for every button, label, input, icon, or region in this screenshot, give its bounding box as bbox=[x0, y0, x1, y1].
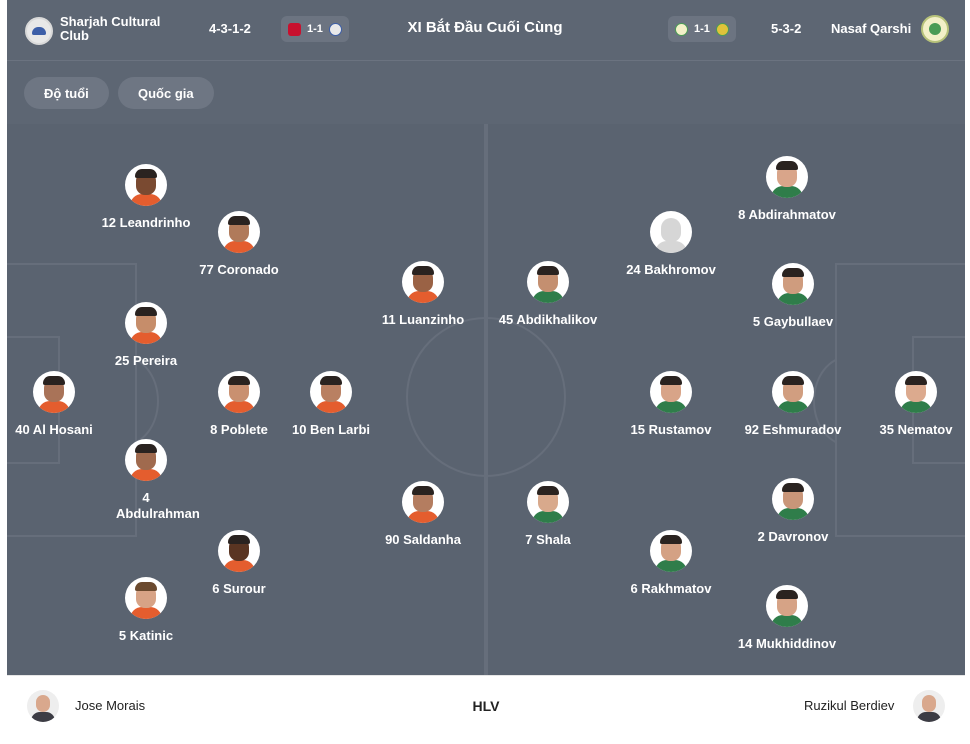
away-player-nematov[interactable]: 35 Nematov bbox=[846, 371, 970, 438]
home-club-crest-icon bbox=[288, 22, 301, 36]
player-photo bbox=[125, 302, 167, 344]
home-player-saldanha[interactable]: 90 Saldanha bbox=[353, 481, 493, 548]
player-photo bbox=[218, 530, 260, 572]
away-player-abdikhalikov[interactable]: 45 Abdikhalikov bbox=[478, 261, 618, 328]
player-name: 92 Eshmuradov bbox=[744, 422, 842, 437]
player-name: 6 Rakhmatov bbox=[630, 581, 712, 596]
age-filter-button[interactable]: Độ tuổi bbox=[24, 77, 109, 109]
player-name: 2 Davronov bbox=[757, 529, 829, 544]
player-photo bbox=[125, 439, 167, 481]
player-name: 14 Mukhiddinov bbox=[737, 636, 837, 651]
player-name: 77 Coronado bbox=[199, 262, 279, 277]
player-name: 10 Ben Larbi bbox=[291, 422, 371, 437]
placeholder-avatar-icon bbox=[650, 211, 692, 253]
player-photo bbox=[125, 577, 167, 619]
home-player-katinic[interactable]: 5 Katinic bbox=[76, 577, 216, 644]
away-player-shala[interactable]: 7 Shala bbox=[478, 481, 618, 548]
away-aggregate-value: 1-1 bbox=[694, 23, 710, 35]
home-player-surour[interactable]: 6 Surour bbox=[169, 530, 309, 597]
away-aggregate-score: 1-1 bbox=[668, 16, 736, 42]
player-photo bbox=[766, 156, 808, 198]
player-name: 40 Al Hosani bbox=[15, 422, 93, 437]
home-team-name[interactable]: Sharjah Cultural Club bbox=[60, 14, 161, 43]
away-player-rakhmatov[interactable]: 6 Rakhmatov bbox=[601, 530, 741, 597]
center-circle bbox=[406, 317, 566, 477]
lineup-header bbox=[7, 0, 965, 61]
player-name: 12 Leandrinho bbox=[101, 215, 191, 230]
player-photo bbox=[218, 211, 260, 253]
home-penalty-box bbox=[7, 263, 137, 537]
home-player-pereira[interactable]: 25 Pereira bbox=[76, 302, 216, 369]
coaches-row: Jose Morais HLV Ruzikul Berdiev bbox=[7, 675, 965, 744]
player-name: 45 Abdikhalikov bbox=[498, 312, 598, 327]
player-name: 7 Shala bbox=[525, 532, 571, 547]
player-photo bbox=[766, 585, 808, 627]
away-penalty-box bbox=[835, 263, 965, 537]
home-player-al-hosani[interactable]: 40 Al Hosani bbox=[0, 371, 124, 438]
player-name: 6 Surour bbox=[212, 581, 266, 596]
away-player-davronov[interactable]: 2 Davronov bbox=[723, 478, 863, 545]
player-name: 90 Saldanha bbox=[385, 532, 461, 547]
away-player-abdirahmatov[interactable]: 8 Abdirahmatov bbox=[717, 156, 857, 223]
home-team-logo[interactable] bbox=[25, 17, 53, 45]
away-player-gaybullaev[interactable]: 5 Gaybullaev bbox=[723, 263, 863, 330]
away-formation: 5-3-2 bbox=[771, 21, 802, 36]
home-aggregate-score: 1-1 bbox=[281, 16, 349, 42]
home-player-leandrinho[interactable]: 12 Leandrinho bbox=[76, 164, 216, 231]
player-photo bbox=[527, 481, 569, 523]
away-team-logo[interactable] bbox=[921, 15, 949, 43]
player-photo bbox=[125, 164, 167, 206]
player-photo bbox=[772, 263, 814, 305]
home-player-coronado[interactable]: 77 Coronado bbox=[169, 211, 309, 278]
player-photo bbox=[895, 371, 937, 413]
away-player-bakhromov[interactable]: 24 Bakhromov bbox=[601, 211, 741, 278]
page-title: XI Bắt Đầu Cuối Cùng bbox=[407, 19, 563, 36]
home-player-luanzinho[interactable]: 11 Luanzinho bbox=[353, 261, 493, 328]
player-photo bbox=[772, 478, 814, 520]
player-name: 24 Bakhromov bbox=[626, 262, 716, 277]
home-player-ben-larbi[interactable]: 10 Ben Larbi bbox=[261, 371, 401, 438]
home-aggregate-value: 1-1 bbox=[307, 23, 323, 35]
home-coach-photo bbox=[27, 690, 59, 722]
player-photo bbox=[310, 371, 352, 413]
player-name: 15 Rustamov bbox=[630, 422, 712, 437]
player-name: 11 Luanzinho bbox=[381, 312, 465, 327]
away-player-mukhiddinov[interactable]: 14 Mukhiddinov bbox=[717, 585, 857, 652]
player-name: 8 Poblete bbox=[210, 422, 268, 437]
player-name: 5 Gaybullaev bbox=[752, 314, 834, 329]
away-player-rustamov[interactable]: 15 Rustamov bbox=[601, 371, 741, 438]
nasaf-crest-icon bbox=[675, 22, 688, 36]
player-photo bbox=[218, 371, 260, 413]
home-player-poblete[interactable]: 8 Poblete bbox=[169, 371, 309, 438]
player-photo bbox=[772, 371, 814, 413]
home-coach-name[interactable]: Jose Morais bbox=[75, 698, 146, 713]
player-photo bbox=[527, 261, 569, 303]
away-player-eshmuradov[interactable]: 92 Eshmuradov bbox=[723, 371, 863, 438]
home-player-abdulrahman[interactable]: 4 Abdulrahman bbox=[76, 439, 216, 522]
player-photo bbox=[33, 371, 75, 413]
player-photo bbox=[650, 371, 692, 413]
player-name: 4 Abdulrahman bbox=[116, 490, 200, 521]
away-team-name[interactable]: Nasaf Qarshi bbox=[831, 21, 912, 36]
player-name: 35 Nematov bbox=[879, 422, 953, 437]
away-coach-photo bbox=[913, 690, 945, 722]
nationality-filter-button[interactable]: Quốc gia bbox=[118, 77, 214, 109]
player-name: 5 Katinic bbox=[118, 628, 174, 643]
player-photo bbox=[402, 481, 444, 523]
player-photo bbox=[650, 530, 692, 572]
away-opponent-crest-icon bbox=[715, 22, 729, 36]
home-formation: 4-3-1-2 bbox=[209, 21, 251, 36]
player-photo bbox=[402, 261, 444, 303]
player-name: 8 Abdirahmatov bbox=[738, 207, 836, 222]
coach-label: HLV bbox=[472, 698, 500, 714]
player-name: 25 Pereira bbox=[114, 353, 178, 368]
away-coach-name[interactable]: Ruzikul Berdiev bbox=[804, 698, 895, 713]
sharjah-crest-icon bbox=[328, 22, 342, 36]
